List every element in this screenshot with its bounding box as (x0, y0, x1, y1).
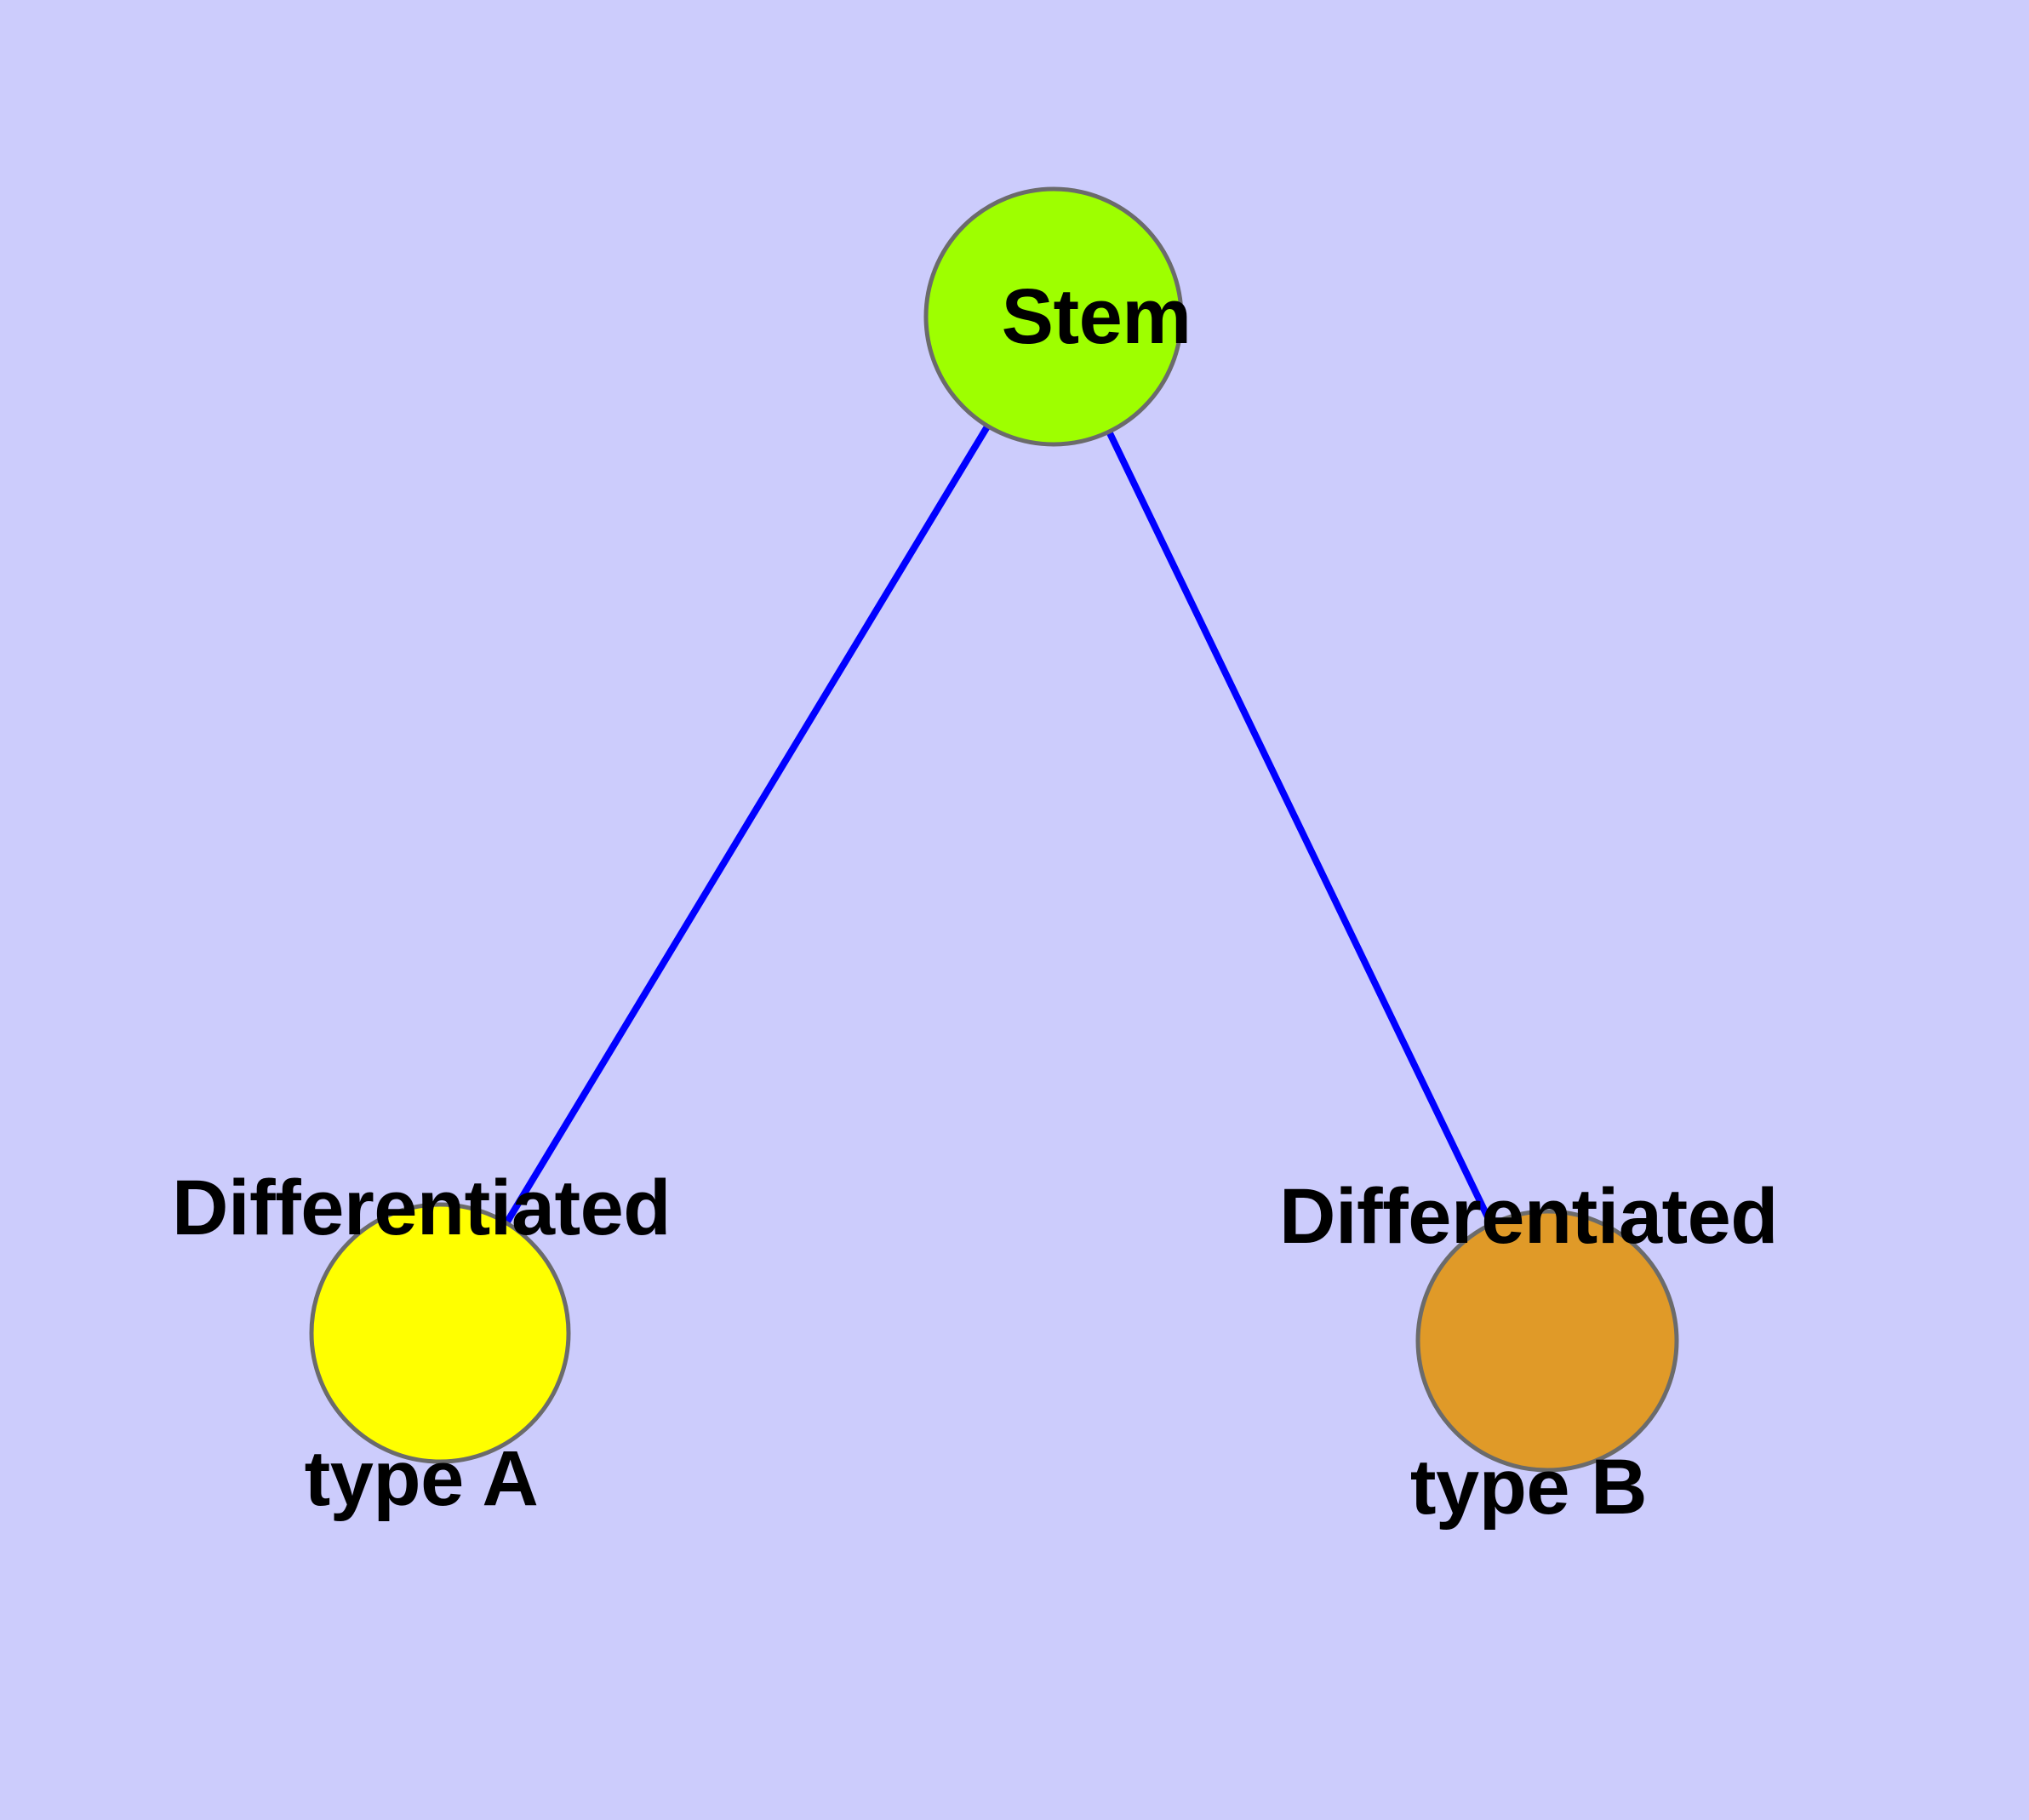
edge-layer (437, 314, 1551, 1342)
node-stem[interactable] (923, 186, 1184, 447)
node-differentiated-type-a[interactable] (309, 1202, 571, 1464)
node-layer (309, 186, 1679, 1473)
edge-stem-to-differentiated-type-a[interactable] (437, 314, 1057, 1336)
node-differentiated-type-b[interactable] (1415, 1209, 1679, 1473)
edge-stem-to-differentiated-type-b[interactable] (1050, 315, 1551, 1342)
